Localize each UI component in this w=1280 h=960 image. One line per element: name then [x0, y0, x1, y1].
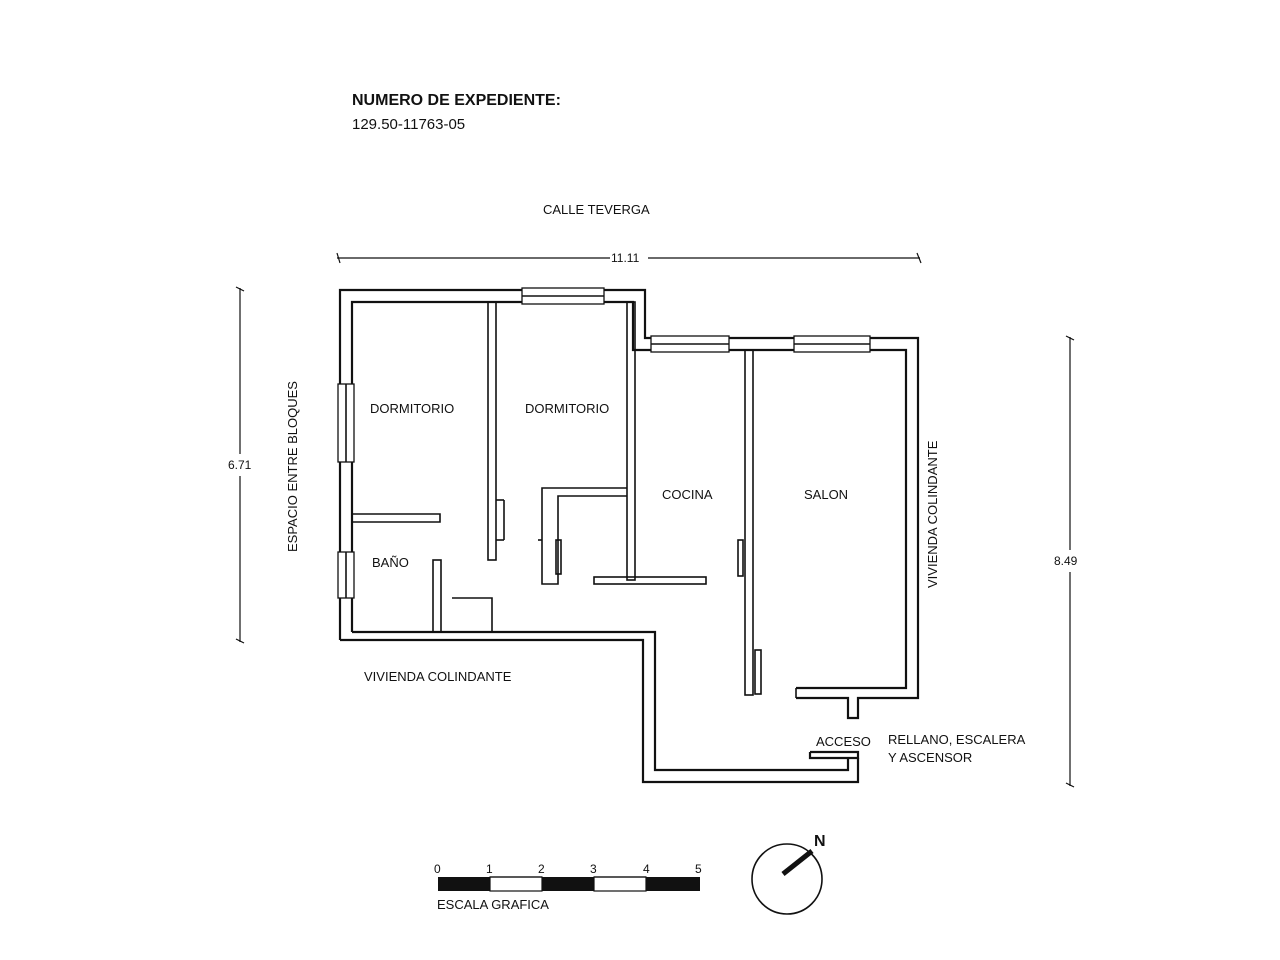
label-neighbor-right: VIVIENDA COLINDANTE: [925, 440, 940, 588]
scale-tick-4: 4: [643, 862, 650, 876]
room-label-kitchen: COCINA: [662, 487, 713, 502]
scale-segment-1: [438, 877, 490, 891]
dimension-height-left-value: 6.71: [228, 458, 252, 472]
scale-segment-2: [489, 876, 543, 892]
scale-tick-1: 1: [486, 862, 493, 876]
street-label: CALLE TEVERGA: [543, 202, 650, 217]
graphic-scale: 0 1 2 3 4 5 ESCALA GRAFICA: [434, 862, 702, 912]
scale-segment-3: [542, 877, 594, 891]
scale-tick-5: 5: [695, 862, 702, 876]
exterior-walls: [338, 288, 920, 784]
compass-circle: [751, 843, 823, 915]
north-compass: N: [751, 833, 826, 915]
dimension-width-top-value: 11.11: [611, 251, 640, 265]
scale-label: ESCALA GRAFICA: [437, 897, 549, 912]
compass-north-letter: N: [814, 833, 826, 850]
room-label-bathroom: BAÑO: [372, 555, 409, 570]
file-number-value: 129.50-11763-05: [352, 116, 465, 133]
interior-walls: [352, 301, 797, 698]
room-label-bedroom-1: DORMITORIO: [370, 401, 454, 416]
room-label-bedroom-2: DORMITORIO: [525, 401, 609, 416]
file-number-title: NUMERO DE EXPEDIENTE:: [352, 92, 561, 109]
dimension-height-right: 8.49: [1054, 335, 1078, 788]
scale-tick-3: 3: [590, 862, 597, 876]
dimension-height-left: 6.71: [228, 286, 252, 644]
label-space-between-blocks: ESPACIO ENTRE BLOQUES: [285, 381, 300, 552]
label-neighbor-bottom: VIVIENDA COLINDANTE: [364, 669, 512, 684]
scale-tick-2: 2: [538, 862, 545, 876]
dimension-height-right-value: 8.49: [1054, 554, 1078, 568]
scale-segment-4: [593, 876, 647, 892]
scale-tick-0: 0: [434, 862, 441, 876]
label-access: ACCESO: [816, 734, 871, 749]
label-landing-line-2: Y ASCENSOR: [888, 750, 972, 765]
windows: [337, 287, 871, 599]
compass-needle: [781, 849, 814, 876]
dimension-width-top: 11.11: [336, 251, 922, 265]
room-label-living: SALON: [804, 487, 848, 502]
scale-segment-5: [646, 877, 700, 891]
label-landing-line-1: RELLANO, ESCALERA: [888, 732, 1026, 747]
